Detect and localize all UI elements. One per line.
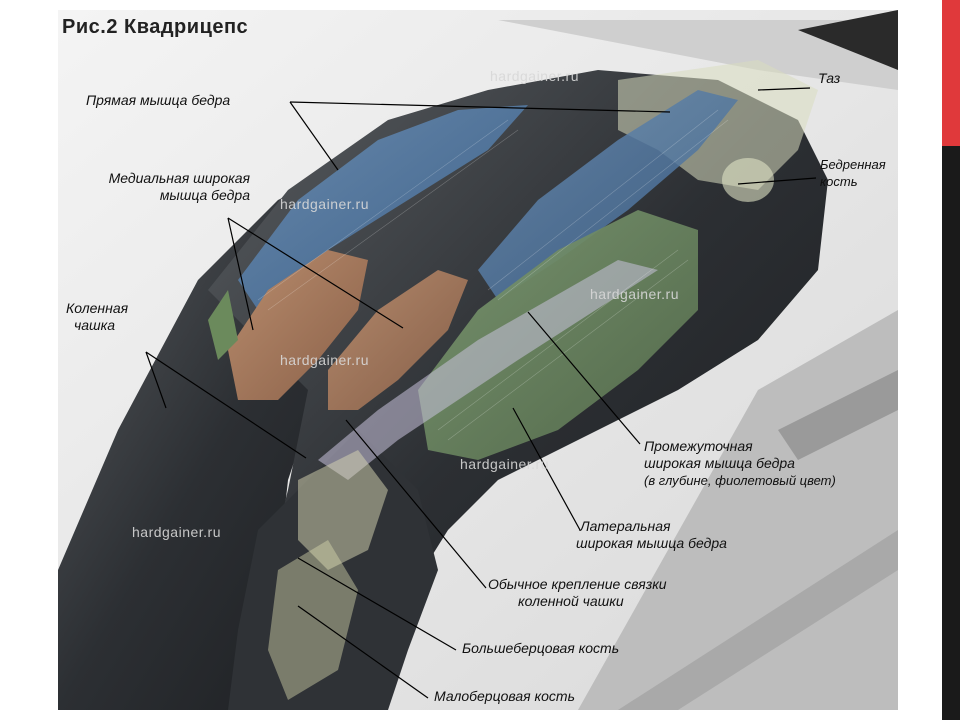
leader-lines xyxy=(145,87,817,699)
label-line: Обычное крепление связки xyxy=(488,576,667,592)
label-line: широкая мышца бедра xyxy=(576,535,727,551)
label-femur: Бедренная кость xyxy=(820,156,886,190)
label-line: (в глубине, фиолетовый цвет) xyxy=(644,473,836,488)
label-rectus-femoris: Прямая мышца бедра xyxy=(86,92,231,108)
quadriceps-illustration: Рис.2 Квадрицепс hardgainer.ru hardgaine… xyxy=(58,10,898,710)
label-tibia: Большеберцовая кость xyxy=(462,640,620,656)
label-line: Коленная xyxy=(66,300,129,316)
watermark: hardgainer.ru xyxy=(280,352,370,368)
patella xyxy=(298,450,388,570)
label-vastus-lateralis: Латеральная широкая мышца бедра xyxy=(576,518,727,552)
label-line: Латеральная xyxy=(580,518,671,534)
label-line: коленной чашки xyxy=(518,593,624,609)
label-fibula: Малоберцовая кость xyxy=(434,688,575,704)
label-line: чашка xyxy=(74,317,116,333)
label-line: кость xyxy=(820,174,858,189)
label-line: Промежуточная xyxy=(644,438,753,454)
watermark: hardgainer.ru xyxy=(280,196,370,212)
shin xyxy=(228,430,438,710)
vastus-medialis-left xyxy=(228,250,368,400)
label-vastus-intermedius: Промежуточная широкая мышца бедра (в глу… xyxy=(644,438,836,489)
anatomy-drawing xyxy=(58,10,898,710)
figure-title: Рис.2 Квадрицепс xyxy=(62,16,249,38)
watermark: hardgainer.ru xyxy=(590,286,680,302)
label-patella: Коленная чашка xyxy=(66,300,128,334)
label-vastus-medialis: Медиальная широкая мышца бедра xyxy=(58,170,250,204)
watermark: hardgainer.ru xyxy=(490,68,580,84)
label-line: Бедренная xyxy=(820,157,886,172)
vastus-medialis-right xyxy=(328,270,468,410)
accent-bar-black xyxy=(942,146,960,720)
label-line: широкая мышца бедра xyxy=(644,455,795,471)
label-pelvis: Таз xyxy=(818,70,841,86)
watermark: hardgainer.ru xyxy=(132,524,222,540)
rectus-femoris-medial xyxy=(238,105,528,310)
watermark: hardgainer.ru xyxy=(460,456,550,472)
label-line: мышца бедра xyxy=(159,187,250,203)
label-line: Медиальная широкая xyxy=(108,170,250,186)
accent-bar-red xyxy=(942,0,960,146)
label-patellar-ligament: Обычное крепление связки коленной чашки xyxy=(488,576,667,610)
patellar-ligament xyxy=(318,260,658,480)
rectus-femoris xyxy=(478,90,738,300)
femur-head xyxy=(722,158,774,202)
